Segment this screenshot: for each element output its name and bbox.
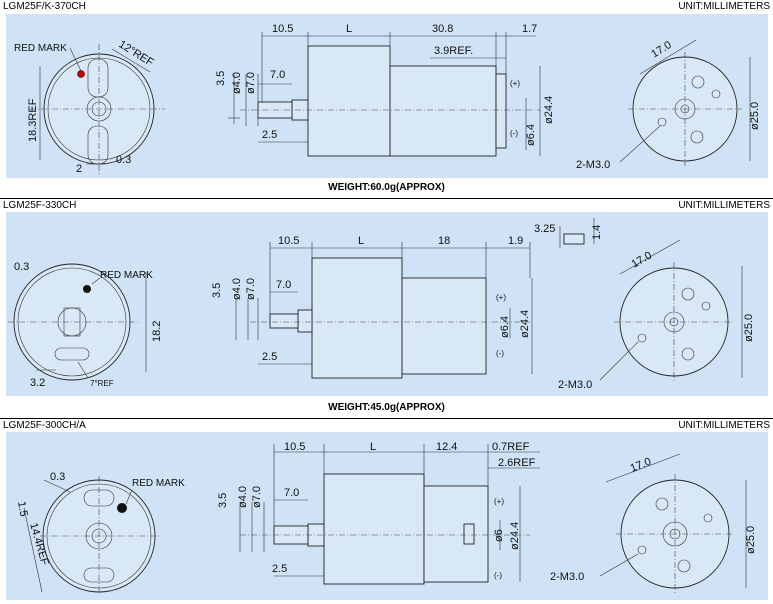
red-mark-label: RED MARK	[14, 43, 67, 54]
dim-dia-24-4: ø24.4	[519, 310, 531, 338]
side-dim: 18.3REF	[27, 98, 39, 142]
red-mark-label: RED MARK	[100, 270, 153, 281]
dim-7-0: 7.0	[270, 69, 285, 81]
unit-label: UNIT:MILLIMETERS	[678, 200, 770, 211]
dim-2-5: 2.5	[272, 563, 287, 575]
dim-7-0: 7.0	[276, 279, 291, 291]
dim-dia-7: ø7.0	[251, 486, 263, 508]
pcd-dim: 17.0	[629, 456, 653, 475]
dim-0-7-ref: 0.7REF	[492, 441, 530, 453]
dim-L: L	[370, 441, 376, 453]
dim-dia-7: ø7.0	[245, 72, 257, 94]
dim-10-5: 10.5	[278, 235, 299, 247]
dim-dia-4: ø4.0	[237, 486, 249, 508]
dim-3-5: 3.5	[215, 71, 227, 86]
unit-label: UNIT:MILLIMETERS	[678, 1, 770, 12]
dim-30-8: 30.8	[432, 23, 453, 35]
dim-dia-7: ø7.0	[245, 278, 257, 300]
dim-7-0: 7.0	[284, 487, 299, 499]
dim-10-5: 10.5	[284, 441, 305, 453]
unit-label: UNIT:MILLIMETERS	[678, 420, 770, 431]
gap-dim: 0.3	[50, 471, 65, 483]
end-dia-dim: ø25.0	[743, 314, 755, 342]
end-dia-dim: ø25.0	[745, 526, 757, 554]
angle-dim: 7°REF	[90, 379, 114, 388]
side-view-3: 10.5 L 12.4 0.7REF 2.6REF 3.5 ø4.0 ø7.0 …	[217, 441, 540, 585]
dim-dia-4: ø4.0	[231, 278, 243, 300]
front-view-2: 0.3 RED MARK 18.2 3.2 7°REF	[8, 261, 163, 389]
model-name: LGM25F/K-370CH	[3, 1, 86, 12]
dim-dia-6-4: ø6.4	[499, 316, 511, 338]
side-dim-1: 1.5	[15, 500, 29, 517]
dim-L: L	[346, 23, 352, 35]
plus-terminal: (+)	[510, 79, 520, 88]
terminal-dim-1: 3.25	[534, 223, 555, 235]
weight-label: WEIGHT:45.0g(APPROX)	[328, 402, 445, 413]
dim-3-5: 3.5	[217, 493, 229, 508]
minus-terminal: (-)	[494, 571, 502, 580]
section-3-header: LGM25F-300CH/A UNIT:MILLIMETERS	[0, 418, 773, 433]
plus-terminal: (+)	[496, 293, 506, 302]
dim-dia-6: ø6	[493, 529, 505, 542]
dim-18: 18	[438, 235, 450, 247]
dim-dia-6-4: ø6.4	[525, 124, 537, 146]
dim-3-5: 3.5	[211, 283, 223, 298]
model-name: LGM25F-330CH	[3, 200, 77, 211]
side-dim: 18.2	[151, 321, 163, 342]
offset-dim: 3.2	[30, 377, 45, 389]
end-dia-dim: ø25.0	[749, 102, 761, 130]
dim-2-6-ref: 2.6REF	[498, 457, 536, 469]
dim-dia-24-4: ø24.4	[509, 522, 521, 550]
dim-2-5: 2.5	[262, 129, 277, 141]
dim-1-7: 1.7	[522, 23, 537, 35]
red-mark-label: RED MARK	[132, 478, 185, 489]
minus-terminal: (-)	[510, 129, 518, 138]
dim-12-4: 12.4	[436, 441, 457, 453]
front-view-3: 0.3 RED MARK 1.5 14.4REF	[15, 471, 185, 594]
gap-dim: 0.3	[116, 154, 131, 166]
side-view-2: 10.5 L 18 1.9 3.5 ø4.0 ø7.0 7.0 2.5 ø24.…	[211, 235, 533, 379]
model-name: LGM25F-300CH/A	[3, 420, 86, 431]
end-view-3: 17.0 ø25.0 2-M3.0	[550, 453, 757, 594]
screw-label: 2-M3.0	[576, 159, 610, 171]
dim-2-5: 2.5	[262, 351, 277, 363]
pcd-dim: 17.0	[630, 249, 655, 270]
minus-terminal: (-)	[496, 349, 504, 358]
front-view-1: RED MARK 12°REF 18.3REF 0.3 2	[14, 38, 165, 175]
dim-10-5: 10.5	[272, 23, 293, 35]
terminal-dim-2: 1.4	[591, 225, 603, 240]
pcd-dim: 17.0	[649, 39, 674, 61]
weight-label: WEIGHT:60.0g(APPROX)	[328, 182, 445, 193]
offset-dim: 2	[76, 163, 82, 175]
screw-label: 2-M3.0	[558, 379, 592, 391]
section-1-header: LGM25F/K-370CH UNIT:MILLIMETERS	[0, 0, 773, 14]
dim-dia-24-4: ø24.4	[543, 96, 555, 124]
plus-terminal: (+)	[494, 497, 504, 506]
screw-label: 2-M3.0	[550, 571, 584, 583]
dim-L: L	[358, 235, 364, 247]
section-2-header: LGM25F-330CH UNIT:MILLIMETERS	[0, 198, 773, 213]
end-view-2: 3.25 1.4 17.0 ø25.0 2-M3.0	[534, 218, 755, 391]
dim-dia-4: ø4.0	[231, 72, 243, 94]
end-view-1: 17.0 ø25.0 2-M3.0	[576, 39, 761, 171]
dim-1-9: 1.9	[508, 235, 523, 247]
gap-dim: 0.3	[14, 261, 29, 273]
side-view-1: 10.5 L 30.8 1.7 3.9REF. 3.5 ø4.0 ø7.0 7.…	[215, 23, 555, 157]
dim-3-9-ref: 3.9REF.	[434, 45, 473, 57]
